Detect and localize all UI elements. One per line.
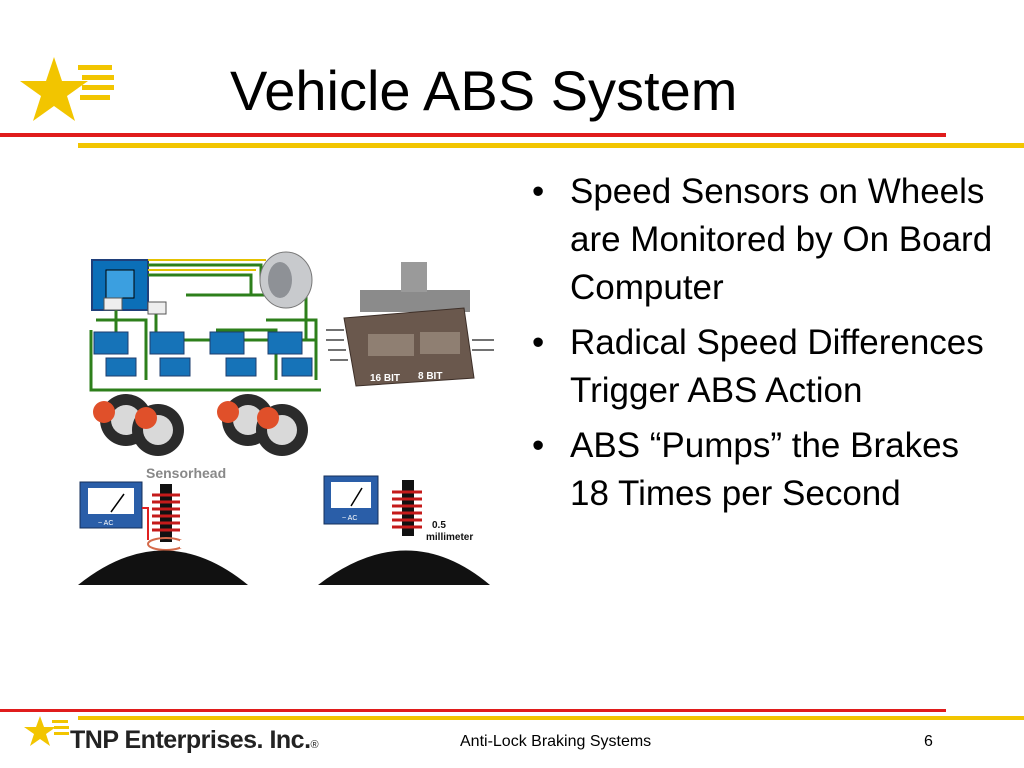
zia-star-logo-icon — [24, 716, 69, 746]
bullet-text: ABS “Pumps” the Brakes 18 Times per Seco… — [570, 426, 960, 513]
sensorhead-label: Sensorhead — [146, 465, 226, 481]
footer-rule-red — [0, 709, 946, 712]
wheel-icon — [93, 394, 308, 456]
chip-label-16bit: 16 BIT — [370, 373, 400, 384]
abs-wiring-schematic — [89, 251, 321, 392]
gap-label-value: 0.5 — [432, 520, 446, 531]
sensor-gap-illustration: ~ AC 0.5 millimeter — [318, 475, 490, 585]
footer-rule-yellow — [78, 716, 1024, 720]
meter-icon — [331, 482, 371, 508]
bullet-text: Speed Sensors on Wheels are Monitored by… — [570, 172, 993, 307]
bullet-dot: • — [532, 323, 545, 362]
meter-icon — [88, 488, 134, 514]
bullet-dot: • — [532, 172, 545, 211]
meter-label: ~ AC — [98, 520, 113, 527]
header-rule-yellow — [78, 143, 1024, 148]
registered-mark: ® — [310, 739, 319, 751]
bullet-list: • Speed Sensors on Wheels are Monitored b… — [530, 168, 1000, 525]
company-name-text: TNP Enterprises. Inc. — [70, 726, 311, 754]
bullet-item: • Radical Speed Differences Trigger ABS A… — [530, 319, 1000, 415]
chip-label-8bit: 8 BIT — [418, 371, 442, 382]
company-name: TNP Enterprises. Inc.® — [70, 725, 319, 760]
gap-label-unit: millimeter — [426, 532, 473, 543]
zia-star-logo-icon — [20, 57, 114, 121]
bullet-text: Radical Speed Differences Trigger ABS Ac… — [570, 323, 984, 410]
slide-title: Vehicle ABS System — [230, 59, 738, 122]
bullet-dot: • — [532, 426, 545, 465]
bullet-item: • ABS “Pumps” the Brakes 18 Times per Sec… — [530, 422, 1000, 518]
footer-title: Anti-Lock Braking Systems — [460, 733, 652, 750]
computer-chip-icon: 16 BIT 8 BIT — [326, 262, 494, 387]
bullet-item: • Speed Sensors on Wheels are Monitored b… — [530, 168, 1000, 312]
sensor-head-illustration: Sensorhead ~ AC — [78, 465, 248, 585]
meter-label: ~ AC — [342, 515, 357, 522]
header-rule-red — [0, 133, 946, 137]
page-number: 6 — [924, 733, 933, 750]
abs-diagram-illustration: 16 BIT 8 BIT Sensorhead ~ AC ~ AC — [78, 251, 494, 585]
